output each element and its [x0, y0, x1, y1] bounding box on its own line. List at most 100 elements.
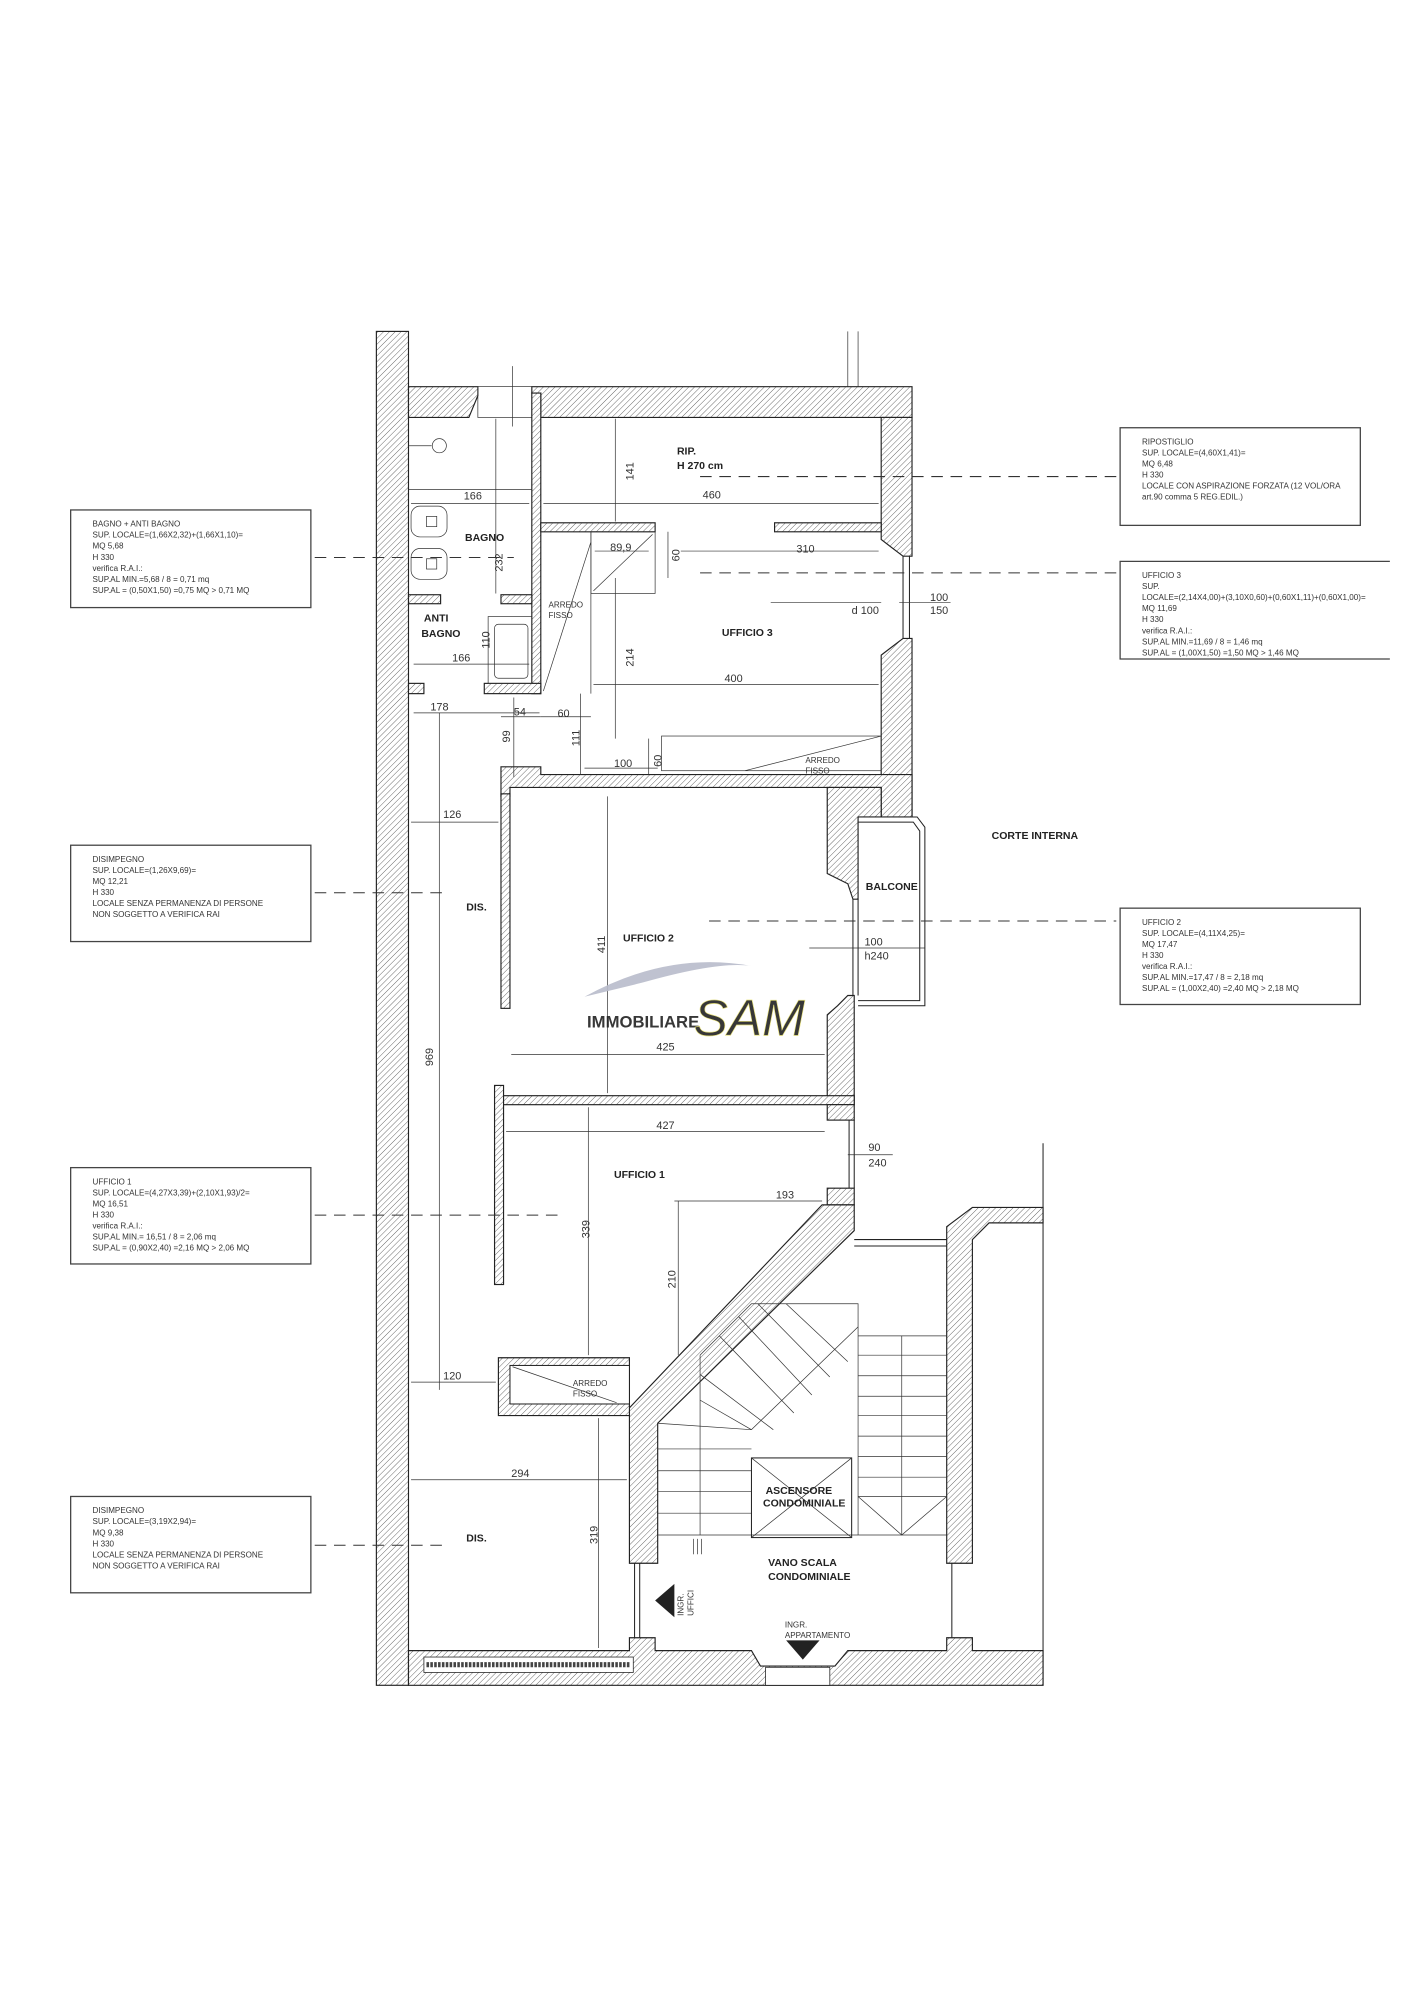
sink-icon — [487, 616, 533, 684]
label-fisso-1: FISSO — [549, 611, 573, 620]
info-box-ufficio3-line: SUP.AL MIN.=11,69 / 8 = 1,46 mq — [1142, 637, 1263, 646]
dimension-label: 232 — [493, 553, 505, 571]
dimension-label: d 100 — [852, 605, 879, 617]
watermark-logo: IMMOBILIARE SAM — [584, 962, 806, 1047]
info-box-ripostiglio-line: MQ 6,48 — [1142, 460, 1173, 469]
label-rip-height: H 270 cm — [677, 460, 723, 472]
dimension-label: 120 — [443, 1371, 461, 1383]
entrance-offices-arrow-icon — [655, 1583, 675, 1618]
info-box-disimpegno1-line: SUP. LOCALE=(1,26X9,69)= — [92, 866, 196, 875]
info-box-ufficio2-line: SUP.AL = (1,00X2,40) =2,40 MQ > 2,18 MQ — [1142, 984, 1299, 993]
bottom-wall — [407, 1637, 1044, 1686]
label-bagno: BAGNO — [465, 532, 504, 544]
dimension-label: 400 — [724, 673, 742, 685]
stair-diagonal-wall — [628, 1204, 855, 1564]
info-box-disimpegno1-line: DISIMPEGNO — [92, 855, 144, 864]
dimension-label: 294 — [511, 1468, 529, 1480]
label-fisso-2: FISSO — [805, 766, 829, 775]
info-box-ufficio2-line: H 330 — [1142, 951, 1164, 960]
info-box-disimpegno2-line: H 330 — [92, 1539, 114, 1548]
dimension-label: 411 — [596, 936, 608, 953]
elevator — [750, 1457, 853, 1539]
dimension-label: 969 — [424, 1048, 436, 1066]
info-box-disimpegno1-line: H 330 — [92, 888, 114, 897]
dimension-label: 54 — [514, 706, 526, 718]
info-box-ufficio2 — [1119, 907, 1361, 1006]
label-anti-bagno-1: ANTI — [424, 613, 449, 625]
info-box-disimpegno1-line: MQ 12,21 — [92, 877, 128, 886]
label-ingr-appartamento-1: INGR. — [785, 1620, 807, 1629]
label-ufficio1: UFFICIO 1 — [614, 1169, 665, 1181]
dimension-label: 110 — [480, 631, 492, 648]
balcony-rail — [858, 816, 926, 1007]
dimension-label: 60 — [671, 549, 683, 561]
info-box-ufficio2-line: UFFICIO 2 — [1142, 918, 1182, 927]
dimension-label: 460 — [703, 489, 721, 501]
dimension-label: 178 — [430, 701, 448, 713]
right-wall-upper — [880, 416, 913, 557]
info-box-ufficio3-line: MQ 11,69 — [1142, 604, 1177, 613]
left-outer-wall — [375, 330, 410, 1686]
dimension-label: 60 — [557, 708, 569, 720]
info-box-disimpegno2 — [70, 1495, 312, 1594]
info-box-ufficio2-line: SUP. LOCALE=(4,11X4,25)= — [1142, 929, 1245, 938]
info-box-disimpegno1-line: NON SOGGETTO A VERIFICA RAI — [92, 910, 219, 919]
label-balcone: BALCONE — [866, 881, 918, 893]
info-box-ufficio1-line: SUP.AL = (0,90X2,40) =2,16 MQ > 2,06 MQ — [92, 1244, 249, 1253]
bidet-icon — [410, 505, 448, 538]
label-dis-2: DIS. — [466, 1532, 487, 1544]
info-box-ripostiglio-line: LOCALE CON ASPIRAZIONE FORZATA (12 VOL/O… — [1142, 482, 1341, 491]
info-box-ufficio1-line: H 330 — [92, 1210, 114, 1219]
info-box-disimpegno2-line: SUP. LOCALE=(3,19X2,94)= — [92, 1517, 196, 1526]
staircase — [657, 1303, 947, 1555]
dimension-label: 427 — [656, 1120, 674, 1132]
info-box-ripostiglio — [1119, 427, 1361, 527]
info-box-disimpegno1 — [70, 844, 312, 943]
dimension-label: 89,9 — [610, 542, 631, 554]
info-box-disimpegno2-line: LOCALE SENZA PERMANENZA DI PERSONE — [92, 1550, 263, 1559]
top-wall-right — [531, 386, 913, 419]
label-rip: RIP. — [677, 446, 696, 458]
dimension-lines — [411, 418, 951, 1649]
dimension-label: 319 — [588, 1526, 600, 1544]
info-box-ufficio1 — [70, 1166, 312, 1265]
info-box-bagno — [70, 509, 312, 609]
info-box-ufficio1-line: MQ 16,51 — [92, 1199, 128, 1208]
fixtures — [408, 438, 947, 1660]
dimension-label: 166 — [464, 491, 482, 503]
info-box-bagno-line: H 330 — [92, 553, 114, 562]
label-ingr-uffici-1: INGR. — [676, 1593, 685, 1615]
dimension-label: 126 — [443, 809, 461, 821]
info-box-ufficio1-line: SUP.AL MIN.= 16,51 / 8 = 2,06 mq — [92, 1233, 215, 1242]
label-arredo-3: ARREDO — [573, 1379, 608, 1388]
label-vano-scala-2: CONDOMINIALE — [768, 1571, 850, 1583]
label-ingr-uffici-2: UFFICI — [687, 1590, 696, 1616]
dimension-label: 425 — [656, 1042, 674, 1054]
dimension-label: 166 — [452, 653, 470, 665]
label-corte-interna: CORTE INTERNA — [992, 830, 1079, 842]
dimension-label: 99 — [501, 730, 513, 742]
info-box-ufficio3-line: UFFICIO 3 — [1142, 571, 1182, 580]
dimension-label: 111 — [570, 730, 582, 747]
info-box-ufficio2-line: MQ 17,47 — [1142, 940, 1178, 949]
label-vano-scala-1: VANO SCALA — [768, 1557, 837, 1569]
info-box-bagno-line: verifica R.A.I.: — [92, 564, 142, 573]
stair-right-wall — [946, 1206, 1044, 1564]
ufficio2-left-partition — [500, 793, 511, 1009]
info-box-ufficio3-line: verifica R.A.I.: — [1142, 626, 1192, 635]
toilet-icon — [410, 548, 448, 580]
dimension-label: h240 — [864, 951, 888, 963]
info-box-ufficio1-line: UFFICIO 1 — [92, 1177, 132, 1186]
info-box-ufficio2-line: SUP.AL MIN.=17,47 / 8 = 2,18 mq — [1142, 973, 1263, 982]
info-box-ufficio1-line: verifica R.A.I.: — [92, 1222, 142, 1231]
info-box-ufficio1-line: SUP. LOCALE=(4,27X3,39)+(2,10X1,93)/2= — [92, 1188, 250, 1197]
info-box-disimpegno1-line: LOCALE SENZA PERMANENZA DI PERSONE — [92, 899, 263, 908]
right-wall-lower — [826, 994, 855, 1106]
info-box-disimpegno2-line: NON SOGGETTO A VERIFICA RAI — [92, 1561, 219, 1570]
dimension-label: 90 — [868, 1142, 880, 1154]
room-labels: BAGNO ANTI BAGNO RIP. H 270 cm UFFICIO 3… — [421, 446, 1078, 1640]
info-box-ripostiglio-line: SUP. LOCALE=(4,60X1,41)= — [1142, 448, 1246, 457]
info-box-ufficio2-line: verifica R.A.I.: — [1142, 962, 1192, 971]
info-box-ripostiglio-line: H 330 — [1142, 471, 1164, 480]
